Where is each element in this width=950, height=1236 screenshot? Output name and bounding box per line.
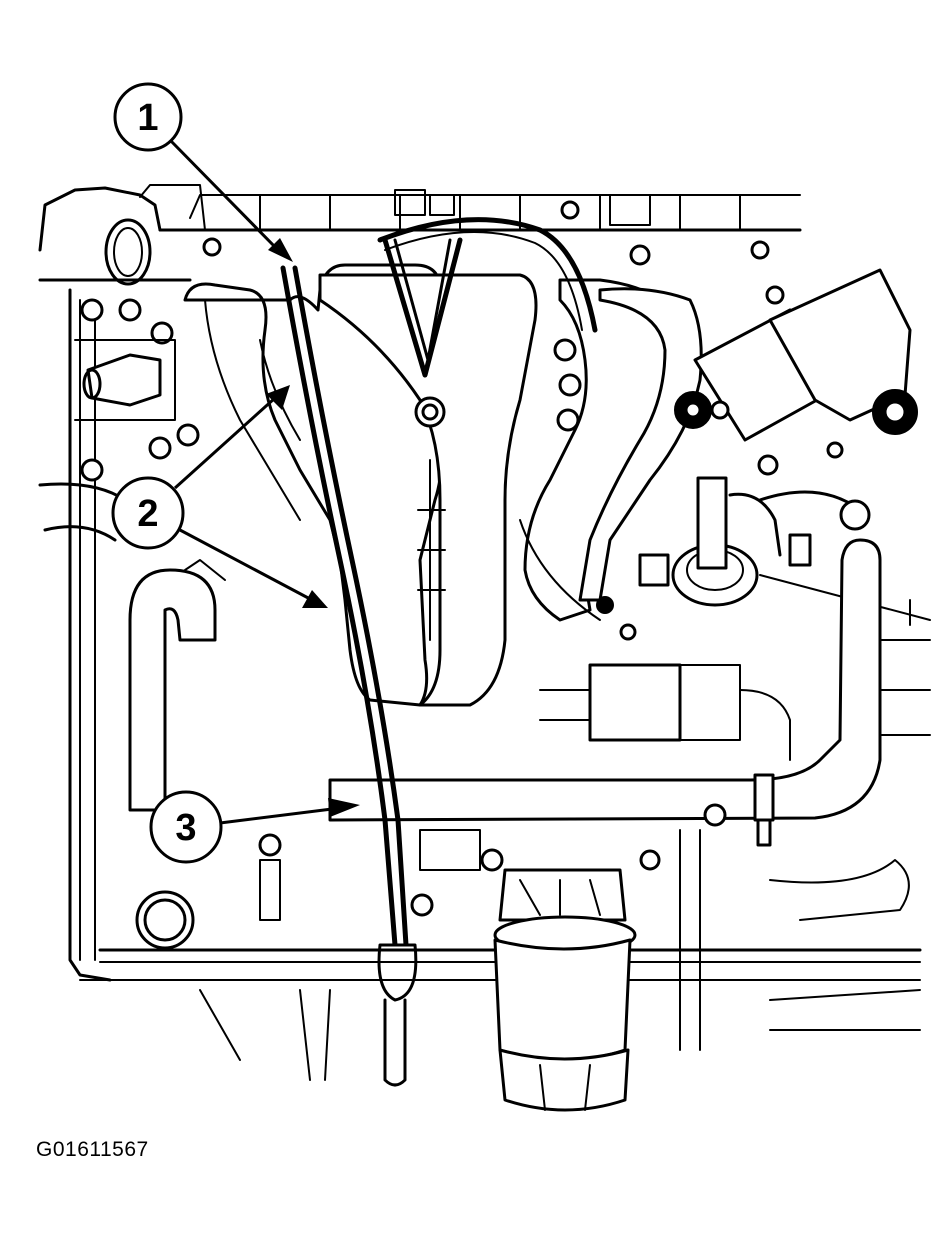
callout-2: 2 [111,385,328,608]
callout-1-number: 1 [137,97,158,139]
oil-filter [493,868,637,1112]
callout-3-number: 3 [175,807,196,849]
callout-3: 3 [149,790,360,864]
coolant-tube [328,538,882,847]
callout-1: 1 [113,82,293,262]
exhaust-manifold [183,217,703,707]
left-hose [128,559,226,812]
dipstick-tube [280,265,418,1087]
right-side-components [539,268,931,761]
callout-2-number: 2 [137,493,158,535]
engine-block [38,184,802,982]
figure-id-label: G01611567 [36,1138,149,1161]
lower-block [79,803,922,1081]
